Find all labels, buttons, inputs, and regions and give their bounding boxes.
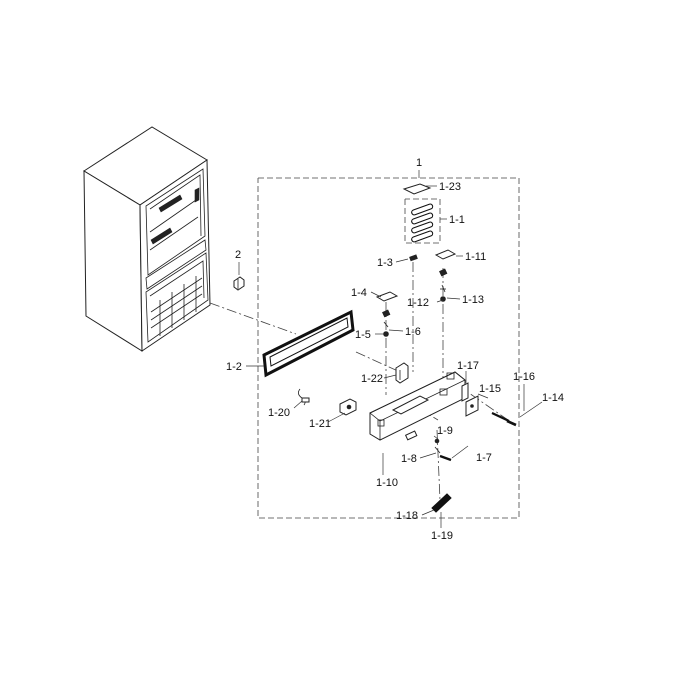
part-1-23-cover — [402, 183, 432, 195]
label-1-14: 1-14 — [542, 392, 564, 404]
leader-1-6 — [388, 329, 404, 332]
leader-1-14 — [519, 401, 543, 418]
part-1-1-cartridges — [404, 198, 441, 244]
leader-1-15 — [477, 393, 489, 399]
leader-1-13 — [446, 297, 461, 300]
leader-1-3 — [395, 258, 409, 263]
part-1-3-pin — [409, 254, 418, 262]
label-1-22: 1-22 — [361, 373, 383, 385]
assembly-center-line — [209, 302, 297, 335]
label-1-12: 1-12 — [407, 297, 429, 309]
label-1-4: 1-4 — [351, 287, 367, 299]
part-1-8-spring — [434, 446, 441, 454]
part-1-21-switch — [339, 398, 357, 416]
label-1-2: 1-2 — [226, 361, 242, 373]
label-1-15: 1-15 — [479, 383, 501, 395]
label-1-10: 1-10 — [376, 477, 398, 489]
part-labels: 1 2 1-23 1-1 1-3 1-11 1-4 1-12 1-13 1-5 … — [226, 157, 564, 542]
leader-1-7 — [451, 445, 469, 459]
leader-1-4 — [370, 291, 382, 298]
label-1-3: 1-3 — [377, 257, 393, 269]
label-1: 1 — [416, 157, 422, 169]
label-1-8: 1-8 — [401, 453, 417, 465]
part-1-5-screw — [383, 331, 389, 337]
leader-1-22 — [383, 374, 397, 379]
part-1-11-cap — [434, 249, 457, 260]
assembly-boundary — [257, 177, 520, 519]
label-1-1: 1-1 — [449, 214, 465, 226]
leader-1-21 — [327, 412, 346, 423]
label-1-20: 1-20 — [268, 407, 290, 419]
part-1-18-lever — [431, 493, 452, 513]
part-1-2-gasket — [262, 309, 355, 378]
leader-1-12 — [436, 299, 444, 303]
part-1-14-screw — [506, 419, 517, 427]
label-2: 2 — [235, 249, 241, 261]
part-1-20-sensor — [298, 388, 310, 406]
label-1-5: 1-5 — [355, 329, 371, 341]
label-1-16: 1-16 — [513, 371, 535, 383]
refrigerator-cabinet — [83, 126, 211, 352]
label-1-21: 1-21 — [309, 418, 331, 430]
leader-1-18 — [421, 509, 435, 516]
label-1-9: 1-9 — [437, 425, 453, 437]
part-1-22-bracket — [395, 362, 409, 384]
label-1-18: 1-18 — [396, 510, 418, 522]
leader-1-8 — [419, 452, 437, 459]
label-1-6: 1-6 — [405, 326, 421, 338]
label-1-19: 1-19 — [431, 530, 453, 542]
part-1-7-screw — [439, 454, 452, 462]
label-1-11: 1-11 — [465, 251, 486, 263]
part-1-15-plate — [465, 395, 479, 417]
part-1-4-cap — [375, 291, 399, 302]
part-2-clip — [233, 276, 245, 291]
label-1-23: 1-23 — [439, 181, 461, 193]
part-1-17-bracket — [461, 382, 469, 402]
leader-1-20 — [293, 400, 303, 409]
leader-1-9 — [433, 435, 439, 440]
part-1-6-spring — [382, 309, 391, 328]
part-1-9-pin — [434, 438, 440, 444]
part-1-16-screw — [491, 412, 510, 422]
label-1-13: 1-13 — [462, 294, 484, 306]
label-1-7: 1-7 — [476, 452, 492, 464]
label-1-17: 1-17 — [457, 360, 479, 372]
part-1-12-spring — [439, 268, 448, 293]
